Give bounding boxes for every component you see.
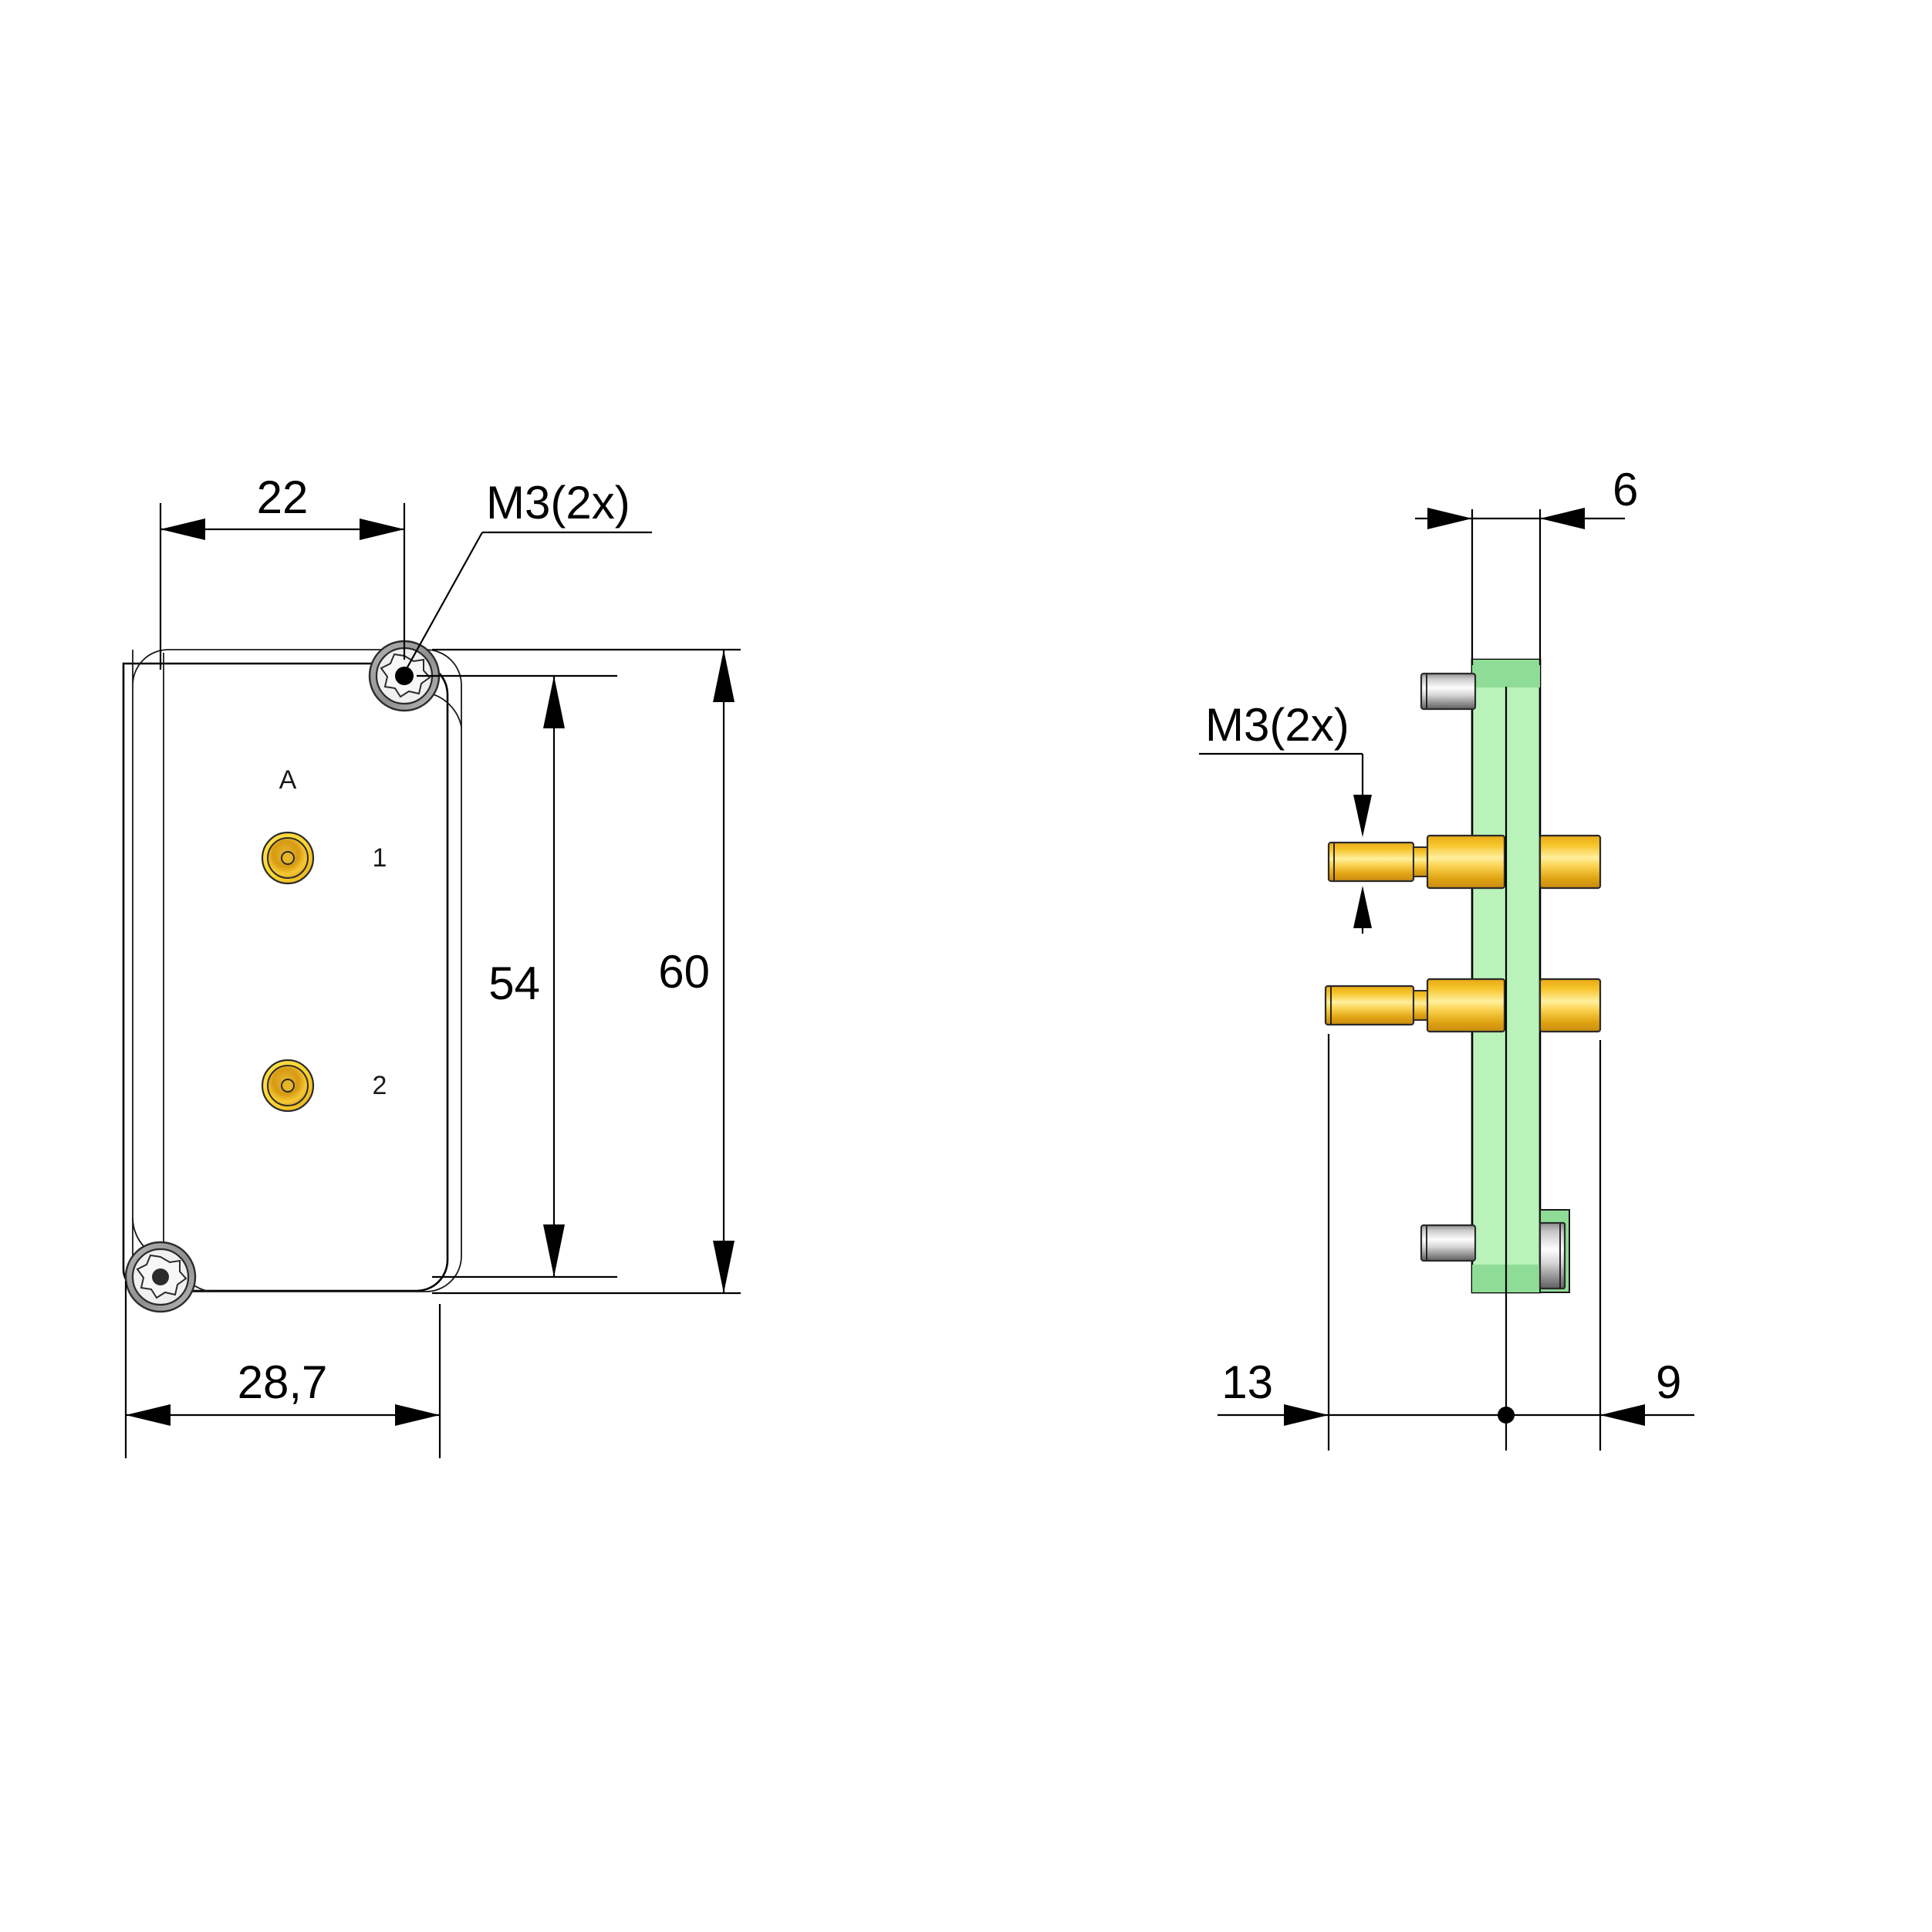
sma-lower-collar bbox=[1413, 990, 1428, 1021]
sma-connector-1-pin bbox=[281, 851, 295, 865]
front-plate-outline bbox=[122, 662, 449, 1292]
dim-54-arrow-top bbox=[543, 676, 565, 728]
front-plate-inner-outline bbox=[132, 649, 462, 1292]
sma-through-lower bbox=[1324, 978, 1602, 1033]
sma-lower-left-barrel bbox=[1324, 985, 1415, 1026]
dim-13: 13 bbox=[1221, 1356, 1329, 1426]
sma-upper-main-barrel bbox=[1426, 834, 1506, 890]
dim-60-arrow-bottom bbox=[713, 1241, 735, 1293]
dim-22: 22 bbox=[159, 471, 406, 670]
dim-60-value: 60 bbox=[658, 946, 710, 998]
callout-m3-front-label: M3(2x) bbox=[486, 477, 630, 529]
dim-22-value: 22 bbox=[257, 471, 309, 523]
dim-9: 9 bbox=[1600, 1356, 1681, 1426]
side-bottom-dimensions: 13 9 bbox=[1218, 687, 1694, 1451]
screw-pin-bottom bbox=[1420, 1224, 1477, 1262]
sma-connector-1 bbox=[261, 831, 315, 885]
dim-6-value: 6 bbox=[1613, 464, 1638, 515]
dim-28-7-arrow-left bbox=[126, 1404, 171, 1426]
sma-upper-left-barrel bbox=[1327, 841, 1415, 883]
side-plate-top-face bbox=[1472, 660, 1540, 687]
dim-13-arrow bbox=[1284, 1404, 1329, 1426]
dim-28-7: 28,7 bbox=[124, 1281, 441, 1458]
callout-m3-side: M3(2x) bbox=[1199, 699, 1372, 934]
sma-upper-collar bbox=[1413, 846, 1428, 877]
callout-m3-front: M3(2x) bbox=[404, 477, 652, 674]
screw-pin-bottom-barrel bbox=[1420, 1224, 1477, 1262]
side-datum-dot bbox=[1498, 1407, 1515, 1424]
standoff-boss-bottom bbox=[1539, 1209, 1570, 1293]
dim-6-arrow-right bbox=[1540, 508, 1585, 529]
screw-pin-top bbox=[1420, 672, 1477, 711]
front-port-1-label: 1 bbox=[373, 843, 387, 873]
sma-upper-right-stub bbox=[1539, 834, 1602, 890]
dim-60-arrow-top bbox=[713, 650, 735, 702]
dim-28-7-arrow-right bbox=[395, 1404, 440, 1426]
front-face-marker-label: A bbox=[279, 765, 297, 795]
front-plate-body bbox=[122, 649, 462, 1293]
standoff-boss-steel-head bbox=[1539, 1221, 1566, 1290]
dim-60: 60 bbox=[432, 648, 741, 1295]
dim-54-value: 54 bbox=[488, 958, 540, 1009]
callout-m3-side-arrow-up bbox=[1353, 886, 1372, 928]
dim-22-arrow-left bbox=[160, 518, 205, 540]
front-port-2-label: 2 bbox=[373, 1071, 387, 1100]
torx-screw-bottom bbox=[124, 1241, 197, 1313]
dim-54: 54 bbox=[417, 674, 617, 1278]
front-view: A 1 2 22 M3(2x) 54 bbox=[122, 471, 741, 1458]
dim-9-value: 9 bbox=[1656, 1356, 1681, 1408]
sma-connector-2 bbox=[261, 1059, 315, 1113]
sma-lower-right-stub bbox=[1539, 978, 1602, 1033]
dim-9-arrow bbox=[1600, 1404, 1645, 1426]
dim-28-7-value: 28,7 bbox=[238, 1356, 328, 1408]
callout-m3-side-arrow-down bbox=[1353, 795, 1372, 837]
torx-screw-bottom-center bbox=[152, 1268, 169, 1285]
dim-6: 6 bbox=[1415, 464, 1638, 665]
screw-pin-top-barrel bbox=[1420, 672, 1477, 711]
dim-13-value: 13 bbox=[1221, 1356, 1273, 1408]
sma-connector-2-pin bbox=[281, 1079, 295, 1093]
dim-6-arrow-left bbox=[1427, 508, 1472, 529]
torx-screw-top-center bbox=[395, 667, 414, 685]
callout-m3-side-label: M3(2x) bbox=[1205, 699, 1349, 751]
dim-54-arrow-bottom bbox=[543, 1224, 565, 1277]
sma-lower-main-barrel bbox=[1426, 978, 1506, 1033]
dim-22-arrow-right bbox=[360, 518, 404, 540]
sma-through-upper bbox=[1327, 834, 1602, 890]
side-view: 6 M3(2x) 13 bbox=[1199, 464, 1694, 1451]
